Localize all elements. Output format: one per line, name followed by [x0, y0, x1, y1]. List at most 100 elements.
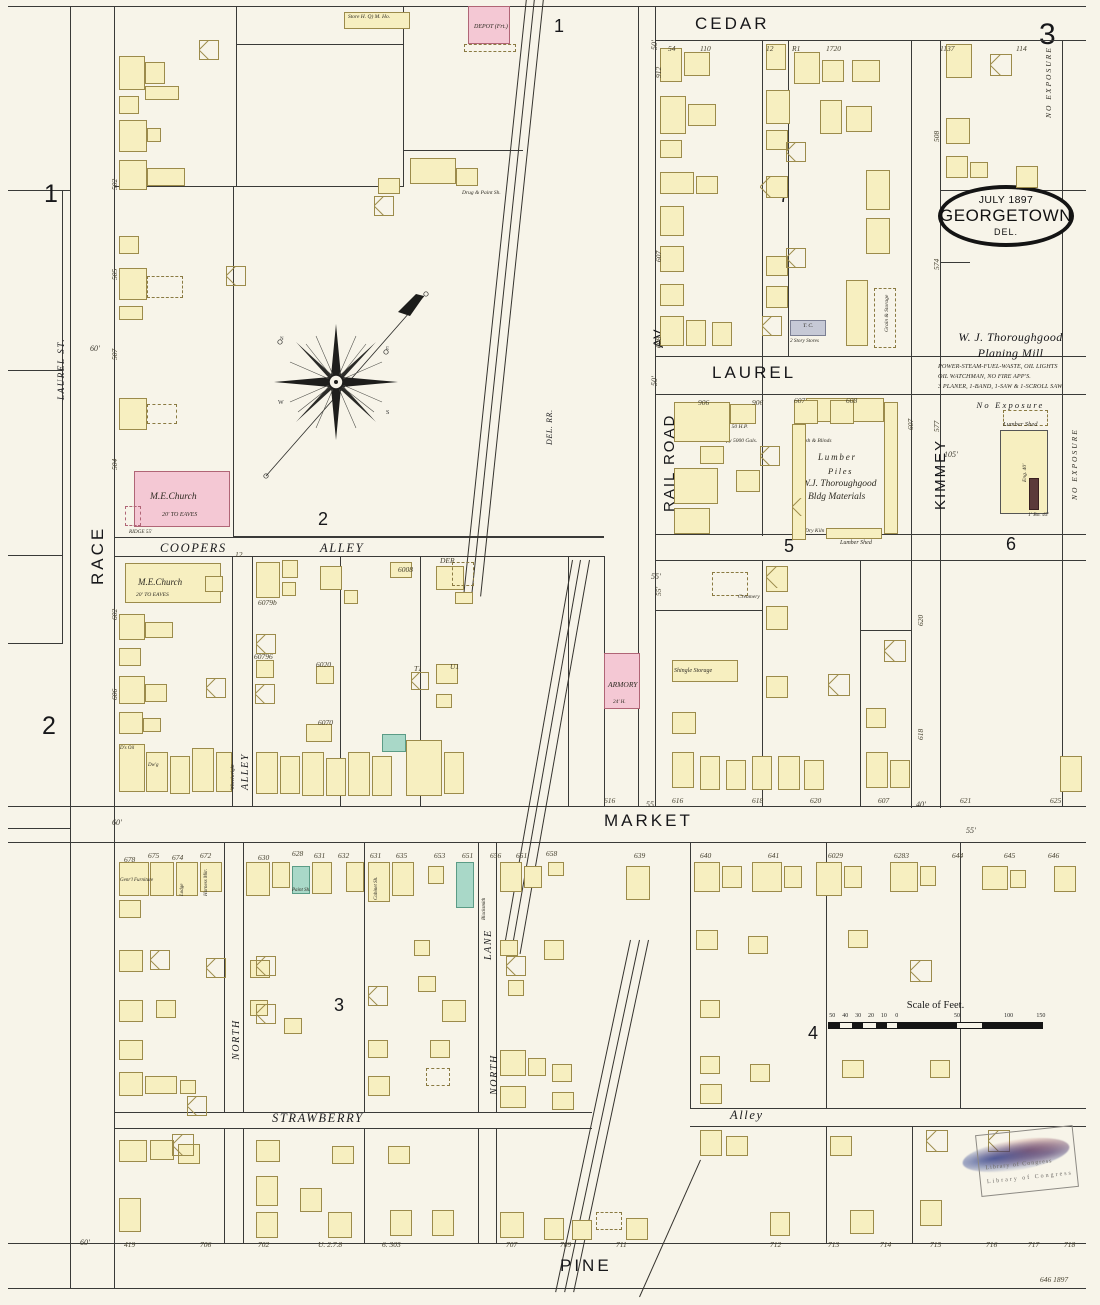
building — [455, 592, 473, 604]
building — [700, 756, 720, 790]
margin-notch — [8, 643, 63, 645]
armory-building — [604, 653, 640, 709]
shed-outline — [256, 1004, 276, 1024]
me-church-frame-wing — [205, 576, 223, 592]
building — [119, 712, 143, 734]
shed-outline — [760, 446, 780, 466]
me-church-brick-eaves: 20' TO EAVES — [162, 512, 198, 518]
lot-line — [826, 1126, 828, 1243]
building — [850, 1210, 874, 1234]
building — [282, 582, 296, 596]
building — [528, 1058, 546, 1076]
lot-number: 110 — [700, 44, 711, 53]
lot-number: 6070 — [318, 718, 333, 727]
lot-number: 641 — [768, 851, 780, 860]
scale-tick: 20 — [868, 1013, 874, 1019]
lot-number: 607 — [878, 796, 890, 805]
lot-line — [826, 842, 828, 1108]
lot-number: 672 — [200, 851, 212, 860]
building — [256, 1140, 280, 1162]
lot-number: 906 — [752, 398, 764, 407]
dimension-60: 60' — [112, 818, 122, 827]
svg-text:N: N — [280, 337, 284, 342]
shed-outline — [150, 950, 170, 970]
armory-eaves: 24' H. — [613, 699, 626, 705]
building — [852, 60, 880, 82]
street-edge-market-s — [8, 842, 1086, 844]
building — [328, 1212, 352, 1238]
street-edge — [8, 1288, 1086, 1290]
title-cartouche: JULY 1897 GEORGETOWN DEL. — [938, 185, 1074, 247]
lumber-yard-line2: Piles — [828, 466, 853, 476]
me-church-brick-dim: RIDGE 55' — [129, 529, 153, 535]
depot-platform — [464, 44, 516, 52]
lumber-shed-west — [792, 424, 806, 540]
compass-rose: N E W S — [258, 286, 448, 486]
building — [410, 158, 456, 184]
building — [700, 1084, 722, 1104]
lot-line — [655, 610, 762, 612]
lot-number: 608 — [846, 396, 858, 405]
lot-number: 630 — [258, 853, 270, 862]
lot-number: 502 — [110, 178, 119, 190]
paint-shop-label: Paint Sh. — [292, 888, 311, 893]
planing-mill-annotation: W. J. Thoroughgood Planing Mill POWER-ST… — [938, 330, 1083, 410]
scale-bar: Scale of Feet. 50 40 30 20 10 0 50 100 1… — [828, 1000, 1045, 1029]
lot-number: 678 — [124, 855, 136, 864]
lot-number: 55' — [654, 586, 663, 596]
building — [500, 862, 522, 892]
lot-number: 639 — [634, 851, 646, 860]
building — [414, 940, 430, 956]
building — [256, 752, 278, 794]
building — [119, 236, 139, 254]
building — [312, 862, 332, 894]
lot-number: 912 — [654, 66, 663, 78]
margin-notch — [8, 190, 70, 192]
building — [378, 178, 400, 194]
lumber-yard-line4: Bldg Materials — [808, 492, 866, 502]
building — [660, 172, 694, 194]
lot-number: 631 — [314, 851, 326, 860]
building — [332, 1146, 354, 1164]
alley-label-north-upper: NORTH — [231, 1019, 242, 1060]
building — [326, 758, 346, 796]
margin-notch — [8, 555, 63, 557]
building — [372, 756, 392, 796]
railroad-track — [480, 0, 549, 597]
lot-line — [114, 186, 404, 188]
alley-edge-v8 — [243, 1128, 245, 1243]
building — [816, 862, 842, 896]
dry-kiln-label: Dry Kiln — [805, 528, 825, 534]
lot-number: 607 — [906, 418, 915, 430]
building — [392, 862, 414, 896]
block-number-6: 6 — [1006, 534, 1017, 554]
lot-line — [403, 150, 523, 152]
street-label-cedar: CEDAR — [695, 14, 770, 33]
building — [766, 286, 788, 308]
building — [848, 930, 868, 948]
building — [970, 162, 988, 178]
block-number-1-top: 1 — [554, 16, 565, 36]
building — [432, 1210, 454, 1236]
building — [406, 740, 442, 796]
shed-outline — [206, 958, 226, 978]
building — [890, 760, 910, 788]
street-edge-pine-n — [8, 1243, 1086, 1245]
tank-building — [790, 320, 826, 336]
shed-outline — [255, 684, 275, 704]
lot-number: 651 — [516, 851, 528, 860]
lot-number: 577 — [932, 420, 941, 432]
margin-notch — [8, 828, 70, 830]
building — [626, 1218, 648, 1240]
library-stamp: Library of Congress Library of Congress — [975, 1125, 1079, 1197]
alley-edge-right-s — [690, 1126, 1086, 1128]
building — [428, 866, 444, 884]
copy-tank-label: Copy 5000 Gals. — [720, 438, 758, 444]
lot-number: T1 — [414, 664, 422, 673]
building — [346, 862, 364, 892]
store-house-label: Store H. Q) M. Ho. — [348, 14, 391, 20]
library-stamp-line2: Library of Congress — [986, 1170, 1074, 1186]
building — [766, 90, 790, 124]
creamery-building — [712, 572, 748, 596]
lot-number: 620 — [810, 796, 822, 805]
